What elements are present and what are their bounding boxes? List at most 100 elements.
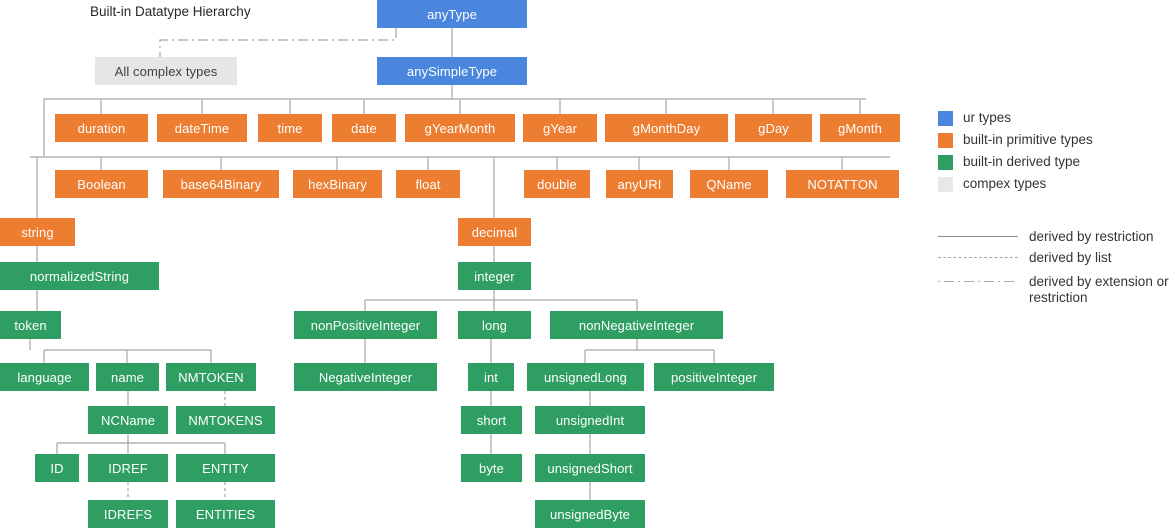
node-integer[interactable]: integer: [458, 262, 531, 290]
node-label: All complex types: [114, 63, 218, 79]
node-gYear[interactable]: gYear: [523, 114, 597, 142]
node-int[interactable]: int: [468, 363, 514, 391]
node-label: NCName: [100, 412, 156, 428]
node-anyType[interactable]: anyType: [377, 0, 527, 28]
node-name[interactable]: name: [96, 363, 159, 391]
node-gMonth[interactable]: gMonth: [820, 114, 900, 142]
node-NMTOKENS[interactable]: NMTOKENS: [176, 406, 275, 434]
node-allComplexTypes[interactable]: All complex types: [95, 57, 237, 85]
node-language[interactable]: language: [0, 363, 89, 391]
edge-token-to-token-children: [29, 339, 212, 363]
node-long[interactable]: long: [458, 311, 531, 339]
node-double[interactable]: double: [524, 170, 590, 198]
node-decimal[interactable]: decimal: [458, 218, 531, 246]
node-anyURI[interactable]: anyURI: [606, 170, 673, 198]
node-hexBinary[interactable]: hexBinary: [293, 170, 382, 198]
legend-color-swatch: [938, 133, 953, 148]
node-label: ID: [50, 460, 64, 476]
legend-line-sample-dotted: [938, 250, 1018, 264]
node-label: anySimpleType: [406, 63, 498, 79]
legend-line-label: derived by restriction: [1029, 229, 1154, 244]
node-label: QName: [706, 176, 752, 192]
node-short[interactable]: short: [461, 406, 522, 434]
node-nonNegativeInteger[interactable]: nonNegativeInteger: [550, 311, 723, 339]
node-unsignedLong[interactable]: unsignedLong: [527, 363, 644, 391]
legend-line-row-0: derived by restriction: [938, 229, 1154, 245]
legend-line-label: derived by list: [1029, 250, 1112, 265]
legend-swatch-label: built-in derived type: [963, 154, 1081, 169]
node-label: long: [482, 317, 507, 333]
legend-swatch-label: ur types: [963, 110, 1012, 125]
node-positiveInteger[interactable]: positiveInteger: [654, 363, 774, 391]
legend-color-swatch: [938, 155, 953, 170]
node-ENTITY[interactable]: ENTITY: [176, 454, 275, 482]
node-NMTOKEN[interactable]: NMTOKEN: [166, 363, 256, 391]
legend-color-swatch: [938, 111, 953, 126]
node-duration[interactable]: duration: [55, 114, 148, 142]
node-label: date: [351, 120, 377, 136]
page-title: Built-in Datatype Hierarchy: [90, 4, 251, 19]
node-IDREFS[interactable]: IDREFS: [88, 500, 168, 528]
node-gYearMonth[interactable]: gYearMonth: [405, 114, 515, 142]
node-NegativeInteger[interactable]: NegativeInteger: [294, 363, 437, 391]
node-label: name: [111, 369, 144, 385]
node-label: dateTime: [174, 120, 230, 136]
node-time[interactable]: time: [258, 114, 322, 142]
node-label: anyType: [427, 6, 477, 22]
node-base64Binary[interactable]: base64Binary: [163, 170, 279, 198]
node-label: NegativeInteger: [318, 369, 413, 385]
legend-swatch-row-2: built-in derived type: [938, 154, 1080, 170]
node-dateTime[interactable]: dateTime: [157, 114, 247, 142]
legend-swatch-label: compex types: [963, 176, 1047, 191]
edge-anySimpleType-to-primitive-row-1: [44, 85, 866, 114]
node-label: unsignedInt: [555, 412, 625, 428]
node-label: string: [21, 224, 54, 240]
node-label: double: [537, 176, 577, 192]
node-gDay[interactable]: gDay: [735, 114, 812, 142]
edge-integer-to-integer-children: [364, 290, 638, 311]
node-label: nonNegativeInteger: [578, 317, 695, 333]
node-label: NMTOKENS: [188, 412, 263, 428]
node-label: ENTITY: [202, 460, 249, 476]
node-unsignedShort[interactable]: unsignedShort: [535, 454, 645, 482]
node-label: unsignedLong: [544, 369, 627, 385]
node-label: byte: [479, 460, 504, 476]
node-token[interactable]: token: [0, 311, 61, 339]
edge-anyType-to-allComplexTypes: [159, 28, 397, 57]
node-label: anyURI: [617, 176, 662, 192]
node-label: nonPositiveInteger: [310, 317, 421, 333]
node-label: token: [14, 317, 47, 333]
node-label: gMonth: [838, 120, 882, 136]
node-ENTITIES[interactable]: ENTITIES: [176, 500, 275, 528]
node-label: gYearMonth: [424, 120, 496, 136]
node-anySimpleType[interactable]: anySimpleType: [377, 57, 527, 85]
node-Boolean[interactable]: Boolean: [55, 170, 148, 198]
node-float[interactable]: float: [396, 170, 460, 198]
node-NOTATTON[interactable]: NOTATTON: [786, 170, 899, 198]
legend-line-sample-solid: [938, 229, 1018, 243]
node-byte[interactable]: byte: [461, 454, 522, 482]
node-label: unsignedShort: [547, 460, 633, 476]
legend-swatch-row-1: built-in primitive types: [938, 132, 1093, 148]
node-unsignedByte[interactable]: unsignedByte: [535, 500, 645, 528]
node-IDREF[interactable]: IDREF: [88, 454, 168, 482]
node-label: gDay: [758, 120, 789, 136]
legend-swatch-row-0: ur types: [938, 110, 1011, 126]
node-label: int: [483, 369, 499, 385]
node-unsignedInt[interactable]: unsignedInt: [535, 406, 645, 434]
legend-color-swatch: [938, 177, 953, 192]
node-ID[interactable]: ID: [35, 454, 79, 482]
node-label: language: [17, 369, 72, 385]
node-NCName[interactable]: NCName: [88, 406, 168, 434]
node-QName[interactable]: QName: [690, 170, 768, 198]
node-label: IDREF: [108, 460, 148, 476]
node-label: decimal: [471, 224, 518, 240]
node-gMonthDay[interactable]: gMonthDay: [605, 114, 728, 142]
node-nonPositiveInteger[interactable]: nonPositiveInteger: [294, 311, 437, 339]
node-label: gMonthDay: [632, 120, 701, 136]
legend-line-row-1: derived by list: [938, 250, 1112, 266]
node-date[interactable]: date: [332, 114, 396, 142]
node-normalizedString[interactable]: normalizedString: [0, 262, 159, 290]
node-string[interactable]: string: [0, 218, 75, 246]
